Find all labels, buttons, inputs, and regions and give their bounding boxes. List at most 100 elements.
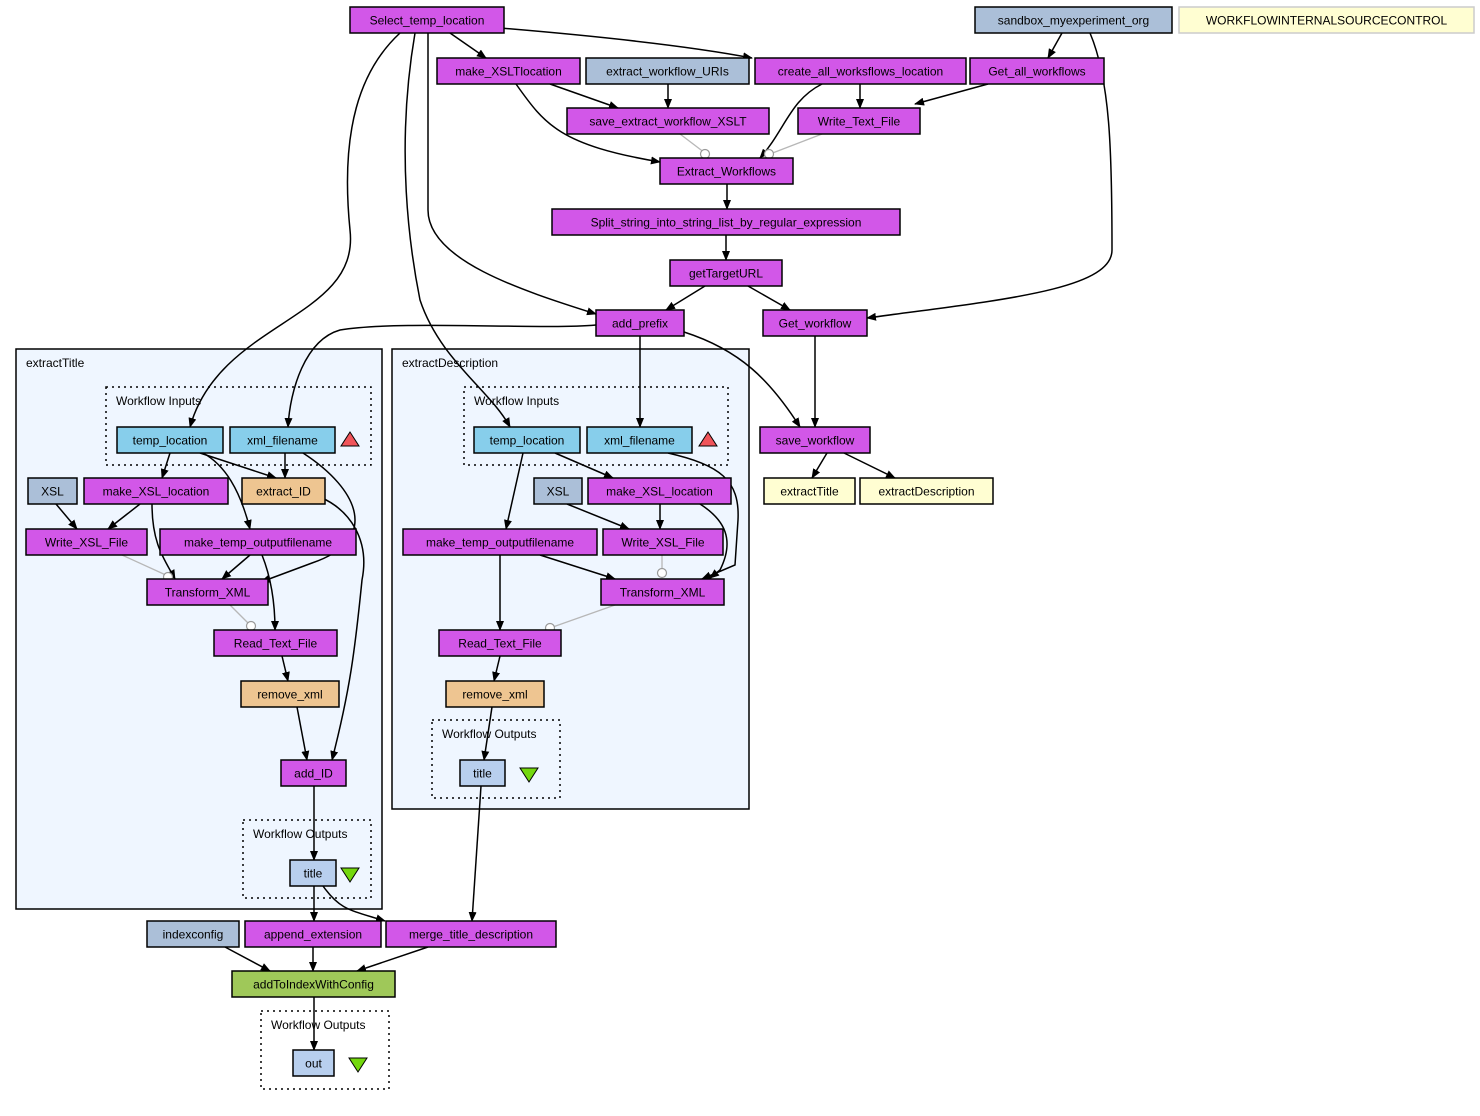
node-box-d-mkxsl bbox=[587, 477, 732, 505]
node-select-temp: Select_temp_location bbox=[349, 6, 505, 34]
node-label-t-rmxml: remove_xml bbox=[257, 688, 322, 702]
edge-add-prefix-to-save-wf bbox=[683, 331, 801, 428]
node-label-d-temp: temp_location bbox=[490, 434, 565, 448]
node-box-split bbox=[551, 208, 901, 236]
edge-select-temp-to-t-temp bbox=[188, 32, 401, 428]
node-box-make-xslt bbox=[436, 57, 581, 85]
edge-d-temp-to-d-mktemp bbox=[504, 452, 524, 530]
node-label-d-mktemp: make_temp_outputfilename bbox=[426, 536, 574, 550]
node-box-t-extid bbox=[241, 477, 326, 505]
node-t-wxsl: Write_XSL_File bbox=[25, 528, 148, 556]
edge-d-mkxsl-to-d-trans bbox=[699, 503, 728, 579]
node-merge: merge_title_description bbox=[385, 920, 557, 948]
node-label-get-target: getTargetURL bbox=[689, 267, 763, 281]
edge-d-out-to-merge bbox=[468, 785, 482, 922]
node-get-all: Get_all_workflows bbox=[969, 57, 1105, 85]
node-box-sandbox bbox=[974, 6, 1173, 34]
node-label-extract-wfs: Extract_Workflows bbox=[677, 165, 776, 179]
node-box-select-temp bbox=[349, 6, 505, 34]
cluster-label-sub-desc-inputs: Workflow Inputs bbox=[474, 394, 559, 408]
main-output-triangle-icon bbox=[348, 1057, 368, 1073]
node-box-t-temp bbox=[116, 426, 224, 454]
node-label-d-out: title bbox=[473, 767, 492, 781]
title-output-triangle-icon bbox=[340, 867, 360, 883]
edge-select-temp-to-d-temp bbox=[404, 32, 511, 428]
node-d-mkxsl: make_XSL_location bbox=[587, 477, 732, 505]
node-box-d-read bbox=[438, 629, 562, 657]
node-d-xsl: XSL bbox=[533, 477, 583, 505]
edge-d-mktemp-to-d-read bbox=[539, 554, 616, 581]
node-label-t-mktemp: make_temp_outputfilename bbox=[184, 536, 332, 550]
edge-merge-to-add-index bbox=[356, 946, 429, 972]
node-label-out-title: extractTitle bbox=[780, 485, 839, 499]
node-box-save-wf bbox=[759, 426, 871, 454]
node-label-add-prefix: add_prefix bbox=[612, 317, 668, 331]
edge-t-temp-to-t-mkxsl bbox=[160, 452, 171, 479]
node-append-ext: append_extension bbox=[244, 920, 382, 948]
node-label-d-rmxml: remove_xml bbox=[462, 688, 527, 702]
node-label-t-extid: extract_ID bbox=[256, 485, 311, 499]
node-box-t-wxsl bbox=[25, 528, 148, 556]
node-box-d-xml bbox=[586, 426, 693, 454]
cluster-label-sub-title-outputs: Workflow Outputs bbox=[253, 827, 347, 841]
cluster-main-outputs: Workflow Outputs bbox=[260, 1010, 390, 1090]
cluster-sub-title-outputs: Workflow Outputs bbox=[242, 819, 372, 899]
node-t-out: title bbox=[289, 859, 337, 887]
node-label-save-xslt: save_extract_workflow_XSLT bbox=[589, 115, 747, 129]
node-label-t-read: Read_Text_File bbox=[234, 637, 318, 651]
edge-select-temp-to-make-xslt bbox=[449, 32, 487, 59]
node-box-out-title bbox=[763, 477, 856, 505]
node-box-d-wxsl bbox=[602, 528, 724, 556]
edge-t-xsl-to-t-wxsl bbox=[55, 503, 78, 530]
node-box-t-trans bbox=[146, 578, 269, 606]
edge-d-xsl-to-d-wxsl bbox=[566, 503, 630, 530]
node-box-wisc bbox=[1178, 6, 1475, 34]
title-input-triangle-icon bbox=[340, 431, 360, 447]
node-write-text: Write_Text_File bbox=[797, 107, 921, 135]
node-d-out: title bbox=[459, 759, 506, 787]
node-box-merge bbox=[385, 920, 557, 948]
edge-t-temp-to-t-extid bbox=[199, 452, 277, 479]
node-label-out-desc: extractDescription bbox=[878, 485, 974, 499]
node-box-create-all bbox=[754, 57, 967, 85]
edge-save-wf-to-out-title bbox=[811, 452, 828, 479]
node-t-extid: extract_ID bbox=[241, 477, 326, 505]
edge-save-xslt-to-extract-wfs bbox=[679, 133, 706, 154]
node-box-write-text bbox=[797, 107, 921, 135]
node-label-out-main: out bbox=[305, 1057, 322, 1071]
node-box-get-all bbox=[969, 57, 1105, 85]
node-save-wf: save_workflow bbox=[759, 426, 871, 454]
node-label-t-addid: add_ID bbox=[294, 767, 333, 781]
node-label-merge: merge_title_description bbox=[409, 928, 533, 942]
edge-d-temp-to-d-mkxsl bbox=[554, 452, 614, 479]
node-t-addid: add_ID bbox=[280, 759, 347, 787]
cluster-label-sub-title: extractTitle bbox=[26, 356, 85, 370]
node-label-d-mkxsl: make_XSL_location bbox=[606, 485, 713, 499]
edge-t-wxsl-to-t-trans bbox=[121, 554, 169, 577]
node-box-extract-uris bbox=[585, 57, 750, 85]
node-box-indexconfig bbox=[146, 920, 240, 948]
node-box-t-mkxsl bbox=[83, 477, 229, 505]
edge-t-read-to-t-rmxml bbox=[281, 655, 290, 682]
edge-t-rmxml-to-t-addid bbox=[296, 706, 310, 761]
node-box-d-trans bbox=[600, 578, 725, 606]
node-label-write-text: Write_Text_File bbox=[818, 115, 901, 129]
control-link-dot-icon bbox=[656, 567, 668, 579]
node-d-read: Read_Text_File bbox=[438, 629, 562, 657]
node-t-mkxsl: make_XSL_location bbox=[83, 477, 229, 505]
node-box-d-out bbox=[459, 759, 506, 787]
node-label-t-out: title bbox=[304, 867, 323, 881]
node-label-t-xsl: XSL bbox=[41, 485, 64, 499]
node-label-append-ext: append_extension bbox=[264, 928, 362, 942]
node-box-get-wf bbox=[762, 309, 868, 337]
edge-make-xslt-to-extract-wfs bbox=[515, 83, 661, 165]
node-t-mktemp: make_temp_outputfilename bbox=[159, 528, 357, 556]
node-box-t-out bbox=[289, 859, 337, 887]
node-box-t-rmxml bbox=[240, 680, 340, 708]
edge-d-trans-to-d-read bbox=[549, 604, 616, 629]
node-t-read: Read_Text_File bbox=[213, 629, 338, 657]
node-d-rmxml: remove_xml bbox=[445, 680, 545, 708]
node-t-xml: xml_filename bbox=[229, 426, 336, 454]
control-link-dot-icon bbox=[245, 620, 257, 632]
